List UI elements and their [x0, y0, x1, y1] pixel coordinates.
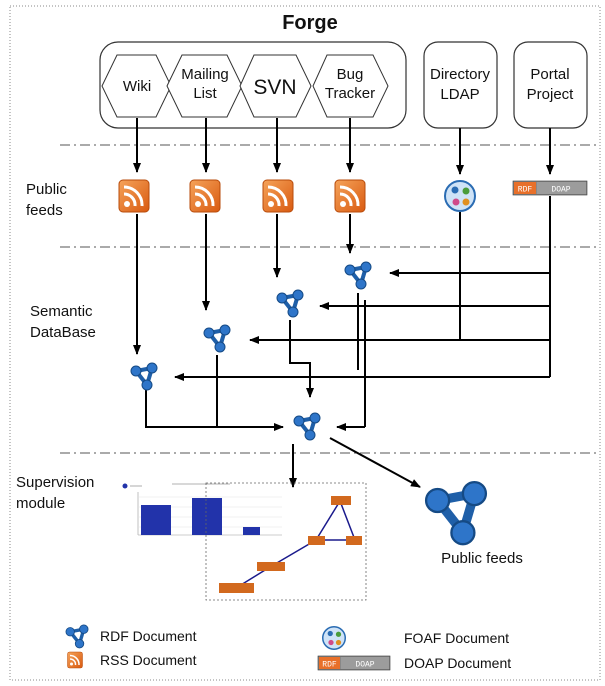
legend-foaf-label: FOAF Document [404, 630, 509, 646]
legend-rdf-icon [64, 623, 90, 650]
feed-to-rdf-arrows [133, 214, 354, 355]
legend-rss-icon [66, 651, 84, 669]
portal-project-box [513, 41, 588, 129]
legend-rss-label: RSS Document [100, 652, 197, 668]
public-feeds-rdf-icon [426, 482, 486, 544]
forge-title: Forge [282, 12, 338, 34]
tool-to-feed-arrows [133, 118, 554, 175]
legend-foaf-icon [322, 626, 346, 650]
mailing-rss-feed-icon [188, 178, 222, 214]
legend-doap-label: DOAP Document [404, 655, 511, 671]
directory-ldap-box [423, 41, 498, 129]
svn-hexagon [239, 54, 312, 118]
directory-label-line1: Directory [430, 66, 491, 83]
svn-rdf-node-icon [275, 288, 305, 319]
public-feeds-row-label-line2: feeds [26, 202, 63, 219]
bug-tracker-hexagon [312, 54, 389, 118]
wiki-rdf-node-icon [129, 361, 159, 392]
outer-frame [9, 5, 601, 681]
public-feeds-row-label-line1: Public [26, 181, 67, 198]
portal-label-line2: Project [527, 86, 575, 103]
portal-doap-badge-icon: RDF DOAP [512, 180, 588, 196]
semantic-row-label-line2: DataBase [30, 324, 96, 341]
portal-label-line1: Portal [530, 66, 569, 83]
wiki-label: Wiki [123, 78, 151, 95]
bug-label-line1: Bug [337, 66, 364, 83]
svn-label: SVN [253, 76, 296, 99]
supervision-row-label-line2: module [16, 495, 65, 512]
legend-rdf-label: RDF Document [100, 628, 197, 644]
public-feeds-output-label: Public feeds [441, 550, 523, 567]
supervision-chart-thumbnail [118, 479, 286, 541]
svn-rss-feed-icon [261, 178, 295, 214]
svg-text:DOAP: DOAP [551, 186, 570, 195]
bug-label-line2: Tracker [325, 85, 375, 102]
mailing-label-line2: List [193, 85, 217, 102]
mailing-label-line1: Mailing [181, 66, 229, 83]
legend-doap-badge-icon: RDF DOAP [317, 655, 391, 671]
svg-text:RDF: RDF [322, 661, 337, 670]
bug-rss-feed-icon [333, 178, 367, 214]
rdf-merge-arrows [145, 293, 366, 431]
central-rdf-node-icon [292, 411, 322, 442]
svg-text:RDF: RDF [518, 186, 533, 195]
mailing-rdf-node-icon [202, 323, 232, 354]
bug-rdf-node-icon [343, 260, 373, 291]
semantic-row-label-line1: Semantic [30, 303, 93, 320]
supervision-graph-thumbnail [205, 482, 367, 601]
supervision-row-label-line1: Supervision [16, 474, 94, 491]
directory-label-line2: LDAP [440, 86, 479, 103]
output-arrows [289, 437, 421, 488]
ldap-foaf-icon [444, 180, 476, 212]
svg-text:DOAP: DOAP [355, 661, 374, 670]
wiki-rss-feed-icon [117, 178, 151, 214]
row-separators [60, 144, 600, 454]
